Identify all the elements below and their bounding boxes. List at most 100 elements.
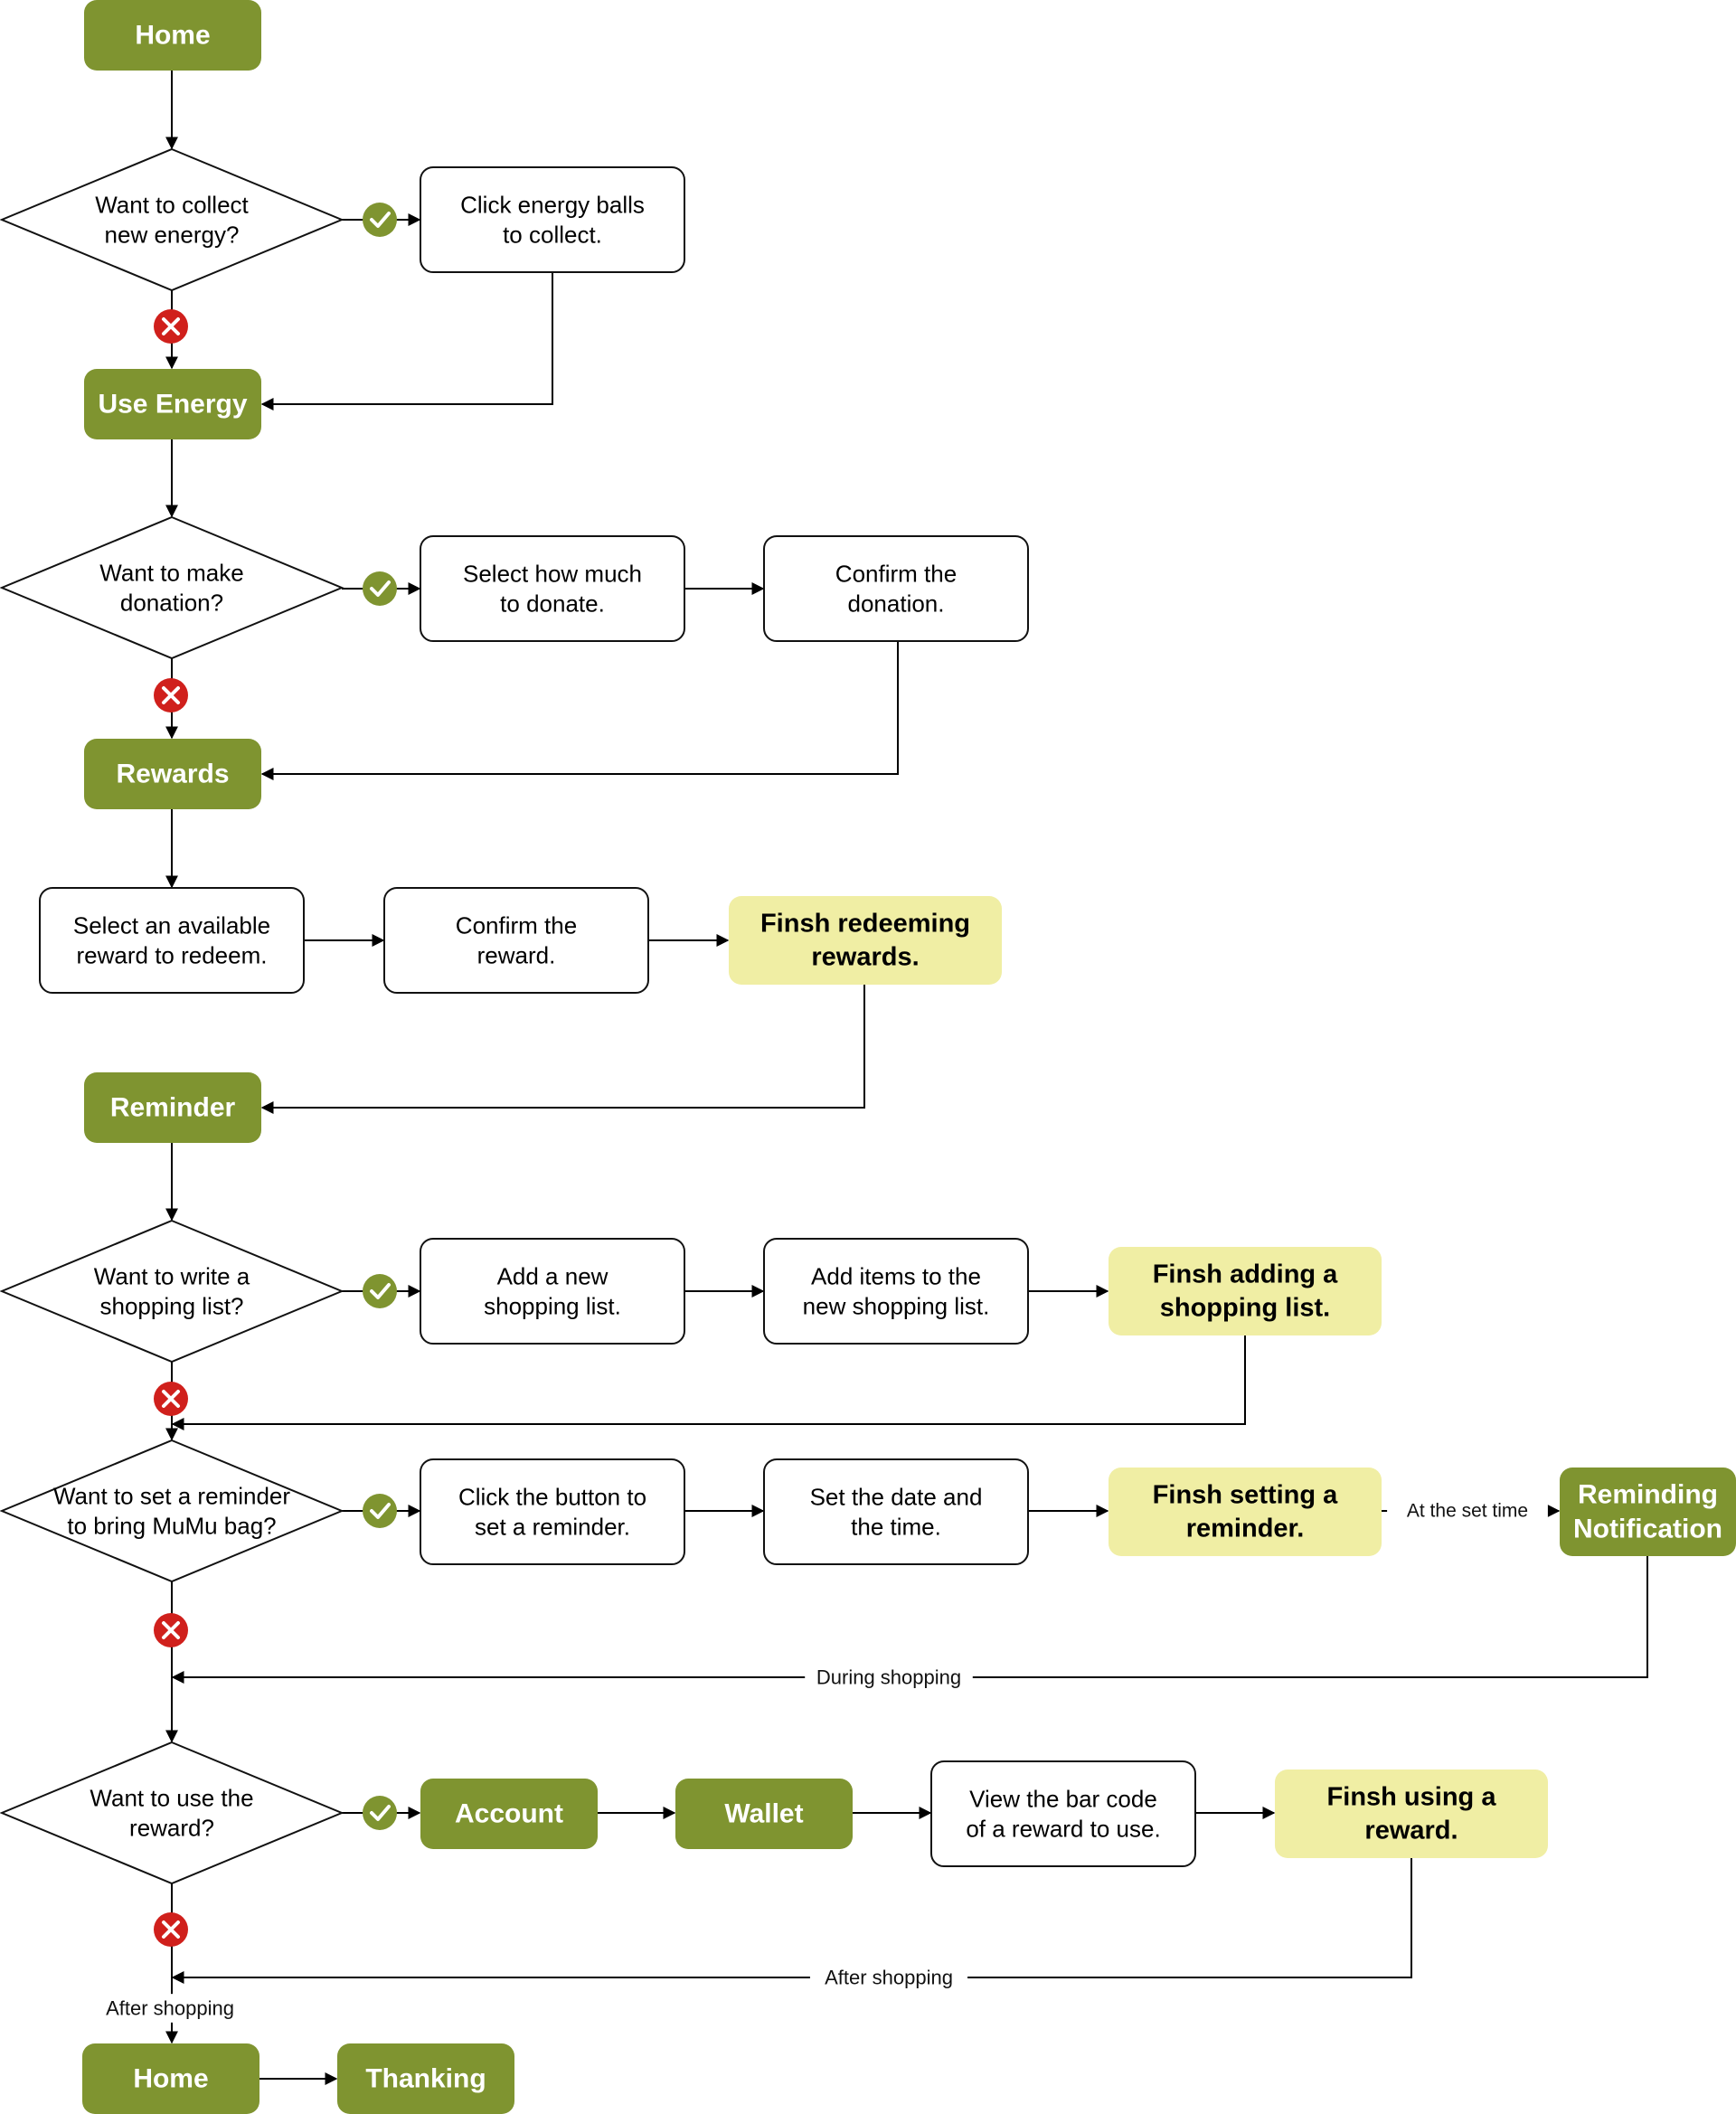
connector-arrow	[260, 641, 899, 780]
node-account: Account	[420, 1779, 598, 1849]
node-label: Confirm the	[835, 560, 957, 587]
node-shape	[0, 515, 344, 660]
node-home-bottom: Home	[82, 2043, 259, 2114]
node-set-date: Set the date and the time.	[763, 1458, 1029, 1565]
node-label: to donate.	[500, 590, 605, 618]
node-label: Add a new	[497, 1262, 609, 1289]
edge-label-at-set-time: At the set time	[1407, 1501, 1528, 1522]
node-thanking: Thanking	[337, 2043, 514, 2114]
node-label: Want to collect	[95, 191, 249, 218]
node-rewards: Rewards	[84, 739, 261, 809]
node-shape	[337, 2043, 514, 2114]
node-label: Use Energy	[98, 390, 247, 420]
node-label: reward to redeem.	[77, 942, 268, 969]
connector-arrow	[260, 985, 865, 1114]
node-add-items: Add items to the new shopping list.	[763, 1238, 1029, 1345]
node-shape	[420, 1458, 685, 1565]
node-shape	[1109, 1247, 1382, 1335]
cross-icon	[154, 1912, 188, 1947]
node-shape	[763, 1238, 1029, 1345]
node-label: Finsh redeeming	[760, 910, 970, 939]
node-label: new shopping list.	[803, 1293, 990, 1320]
node-shape	[1109, 1468, 1382, 1556]
node-label: Add items to the	[811, 1262, 981, 1289]
node-label: Select how much	[463, 560, 642, 587]
node-label: Want to write a	[94, 1262, 250, 1289]
decision-markers	[154, 203, 397, 1947]
node-label: Wallet	[724, 1799, 803, 1829]
node-shape	[84, 369, 261, 439]
node-label: reward.	[477, 942, 556, 969]
node-label: Finsh using a	[1327, 1783, 1497, 1812]
edge-label-after-shopping: After shopping	[825, 1967, 953, 1989]
node-shape	[420, 166, 685, 273]
check-icon	[363, 571, 397, 606]
node-add-list: Add a new shopping list.	[420, 1238, 685, 1345]
node-shape	[84, 739, 261, 809]
node-shape	[420, 1779, 598, 1849]
node-shape	[763, 535, 1029, 642]
node-shape	[0, 147, 344, 292]
node-confirm-reward: Confirm the reward.	[383, 887, 649, 994]
cross-icon	[154, 678, 188, 713]
edge-label-bg	[90, 1994, 250, 2023]
node-label: shopping list.	[1160, 1293, 1331, 1322]
cross-icon	[154, 1382, 188, 1416]
cross-icon	[154, 1613, 188, 1647]
node-shape	[84, 0, 261, 71]
node-select-donate: Select how much to donate.	[420, 535, 685, 642]
node-label: Home	[135, 21, 210, 51]
node-label: Reminding	[1578, 1479, 1718, 1509]
node-shape	[0, 1439, 344, 1583]
node-label: new energy?	[105, 222, 240, 249]
node-label: Thanking	[365, 2064, 486, 2094]
node-label: shopping list.	[484, 1293, 621, 1320]
node-shape	[729, 896, 1002, 985]
node-label: Set the date and	[810, 1483, 983, 1510]
node-use-energy: Use Energy	[84, 369, 261, 439]
node-label: to bring MuMu bag?	[67, 1513, 276, 1540]
node-shape	[420, 1238, 685, 1345]
node-label: Notification	[1573, 1515, 1722, 1544]
node-shape	[675, 1779, 853, 1849]
node-label: reward?	[129, 1815, 214, 1842]
node-shape	[84, 1072, 261, 1143]
node-label: of a reward to use.	[966, 1816, 1160, 1843]
node-reminder: Reminder	[84, 1072, 261, 1143]
connectors	[165, 71, 1648, 2085]
node-finish-redeem: Finsh redeeming rewards.	[729, 896, 1002, 985]
check-icon	[363, 1274, 397, 1308]
edge-label-bg	[809, 1963, 968, 1992]
node-shape	[82, 2043, 259, 2114]
node-label: Rewards	[116, 760, 229, 789]
node-shape	[383, 887, 649, 994]
connector-arrow	[171, 1335, 1246, 1430]
node-label: Confirm the	[456, 911, 577, 939]
edge-label-bg	[1387, 1496, 1548, 1525]
node-wallet: Wallet	[675, 1779, 853, 1849]
node-label: rewards.	[811, 942, 919, 971]
node-label: Click the button to	[458, 1483, 646, 1510]
node-label: donation?	[120, 590, 223, 617]
edge-label-during-shopping: During shopping	[816, 1666, 961, 1689]
node-label: Finsh setting a	[1153, 1481, 1339, 1510]
node-home-top: Home	[84, 0, 261, 71]
node-label: the time.	[851, 1514, 941, 1541]
node-label: Home	[133, 2064, 208, 2094]
connector-arrow	[171, 1858, 1412, 1984]
